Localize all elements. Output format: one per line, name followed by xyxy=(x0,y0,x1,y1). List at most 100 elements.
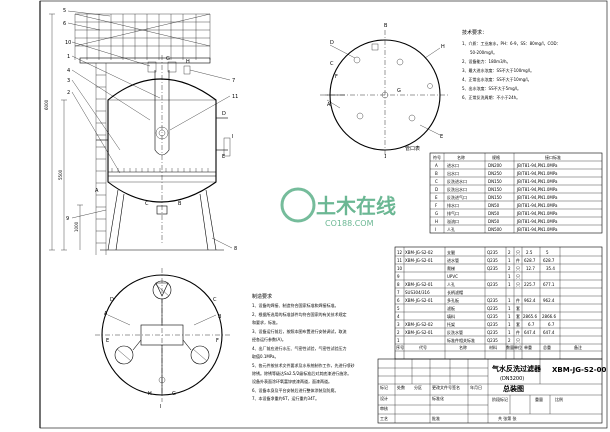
nt-cell: DN150 xyxy=(488,195,502,200)
bill-of-materials: 12 XBM-JG-S2-02 支腿 Q235 2 只 2.5 5 11 XBM… xyxy=(394,246,603,360)
bom-cell: 2 xyxy=(508,266,511,271)
bom-cell: 628.7 xyxy=(524,258,536,263)
bom-header: 序号 代号 名称 材料 数量 单位 单重 总重 备注 xyxy=(396,344,582,350)
bom-header-cell: 单位 xyxy=(514,344,522,350)
nozzle-a-label: A xyxy=(95,188,99,194)
notes-title: 制造要求 xyxy=(252,293,272,300)
nt-h-name: 名称 xyxy=(457,154,465,160)
bom-header-cell: 单重 xyxy=(524,344,532,350)
drawing-name: 总装图 xyxy=(503,384,524,393)
bom-cell: Q235 xyxy=(487,258,498,263)
bom-cell: 1 xyxy=(397,338,400,343)
bom-cell: 2.5 xyxy=(526,250,533,255)
callout-2: 2 xyxy=(67,90,70,96)
bom-cell: 多孔板 xyxy=(447,297,459,303)
tb-label: 标记 xyxy=(380,384,388,390)
bom-cell: 2 xyxy=(397,330,400,335)
nt-cell: DN50 xyxy=(488,211,500,216)
bom-cell: XBM-JG-S2-01 xyxy=(405,258,433,263)
bom-header-cell: 代号 xyxy=(419,344,427,350)
bom-cell: 35.4 xyxy=(546,266,555,271)
bom-cell: 9 xyxy=(397,274,400,279)
nozzle-h-label: H xyxy=(186,59,190,65)
nt-cell: I xyxy=(435,227,436,232)
manufacturing-notes: 制造要求 1、设备的焊接、制造符合国家标准和焊接标准。 2、根据所选用的标准部件… xyxy=(252,293,355,401)
nt-cell: 反洗进水口 xyxy=(447,178,467,184)
bom-cell: 2865.6 xyxy=(523,314,537,319)
bottom-label-e: E xyxy=(106,338,109,344)
bom-cell: 件 xyxy=(516,257,520,263)
bom-cell: 件 xyxy=(516,329,520,335)
nt-cell: JB/T81-94,PN1.0MPa xyxy=(516,179,558,184)
bom-cell: 3 xyxy=(397,322,400,327)
bom-cell: 6 xyxy=(397,298,400,303)
bom-cell: 套 xyxy=(516,305,520,311)
nt-cell: DN500 xyxy=(488,227,502,232)
bom-cell: 只 xyxy=(516,250,520,255)
note-line: 1、设备的焊接、制造符合国家标准和焊接标准。 xyxy=(252,302,339,308)
bottom-label-g: G xyxy=(172,391,176,397)
tb-label: 工艺 xyxy=(380,416,388,421)
plan-label-i: I xyxy=(385,154,386,160)
tb-label: 分区 xyxy=(414,384,422,390)
nt-cell: DN150 xyxy=(488,187,502,192)
callout-5: 5 xyxy=(63,8,66,14)
internal-pipe xyxy=(154,70,170,156)
plan-label-d: D xyxy=(330,40,334,46)
tech-line-7: 6、正常反洗周期：不小于24h。 xyxy=(462,94,520,100)
tb-label: 批准 xyxy=(432,415,440,421)
bom-cell: 件 xyxy=(516,297,520,303)
nt-h-std: 接口标准 xyxy=(545,154,561,160)
bom-header-cell: 材料 xyxy=(489,344,497,350)
nt-cell: 人孔 xyxy=(447,226,455,232)
tb-label: 更改文件号 xyxy=(432,384,452,390)
nt-cell: 反洗进气口 xyxy=(447,194,467,200)
callout-11: 11 xyxy=(232,94,238,100)
bom-cell: 反洗水管 xyxy=(447,329,463,335)
callout-6: 6 xyxy=(63,21,66,27)
tb-label: 阶段标记 xyxy=(492,396,508,402)
bom-cell: 5 xyxy=(397,306,400,311)
bom-cell: 1 xyxy=(508,306,511,311)
bom-cell: Q235 xyxy=(487,298,498,303)
callout-10: 10 xyxy=(65,40,71,46)
drawing-title: 气水反洗过滤器 xyxy=(491,364,542,373)
nt-cell: JB/T81-94,PN1.0MPa xyxy=(516,195,558,200)
nt-cell: 反洗出水口 xyxy=(447,186,467,192)
tb-label: 设计 xyxy=(380,395,388,401)
nt-cell: 排水口 xyxy=(447,202,459,208)
bom-cell: 1 xyxy=(508,314,511,319)
dim-leg-height: 1000 xyxy=(74,221,79,232)
bom-header-cell: 序号 xyxy=(396,344,404,350)
bom-header-cell: 总重 xyxy=(543,344,551,350)
bom-cell: 2866.6 xyxy=(542,314,556,319)
bom-cell: XBM-JG-S2-01 xyxy=(405,298,433,303)
note-line: 3、设备运行前后，按照本图布置进行安装调试，取流 xyxy=(252,328,347,334)
front-view-callouts: 5 6 10 1 4 3 2 7 11 9 8 A C B D E H G I xyxy=(63,8,238,252)
plan-label-a: A xyxy=(327,102,331,108)
tech-line-1: 1、介质：工业废水，PH：6-9，SS：80mg/l，COD： xyxy=(462,40,561,46)
nt-cell: JB/T81-94,PN1.0MPa xyxy=(516,211,558,216)
bom-cell: 4 xyxy=(397,314,400,319)
bom-cell: UPVC xyxy=(447,274,458,279)
support-legs xyxy=(100,189,224,251)
leader-lines xyxy=(67,10,233,249)
nt-cell: JB/T81-94,PN1.0MPa xyxy=(516,187,558,192)
nt-cell: JB/T81-94,PN1.0MPa xyxy=(516,219,558,224)
nt-cell: JB/T81-94,PN1.0MPa xyxy=(516,227,558,232)
nt-cell: B xyxy=(435,171,438,176)
top-railing xyxy=(74,13,211,60)
bom-rows: 12 XBM-JG-S2-02 支腿 Q235 2 只 2.5 5 11 XBM… xyxy=(397,249,556,343)
bom-cell: 2 xyxy=(508,338,511,343)
bom-cell: XBM-JG-S2-02 xyxy=(405,250,433,255)
nt-h-symbol: 符号 xyxy=(433,154,441,160)
bom-cell: 677.1 xyxy=(543,282,555,287)
bom-cell: Q235 xyxy=(487,338,498,343)
bom-cell: 8 xyxy=(397,282,400,287)
bottom-label-i: I xyxy=(160,404,161,410)
nt-cell: 出水口 xyxy=(447,170,459,176)
nozzle-d-label: D xyxy=(222,111,226,117)
note-line: 7、本设备净重约6T，运行重约34T。 xyxy=(252,395,319,401)
bom-cell: 12.7 xyxy=(526,266,535,271)
